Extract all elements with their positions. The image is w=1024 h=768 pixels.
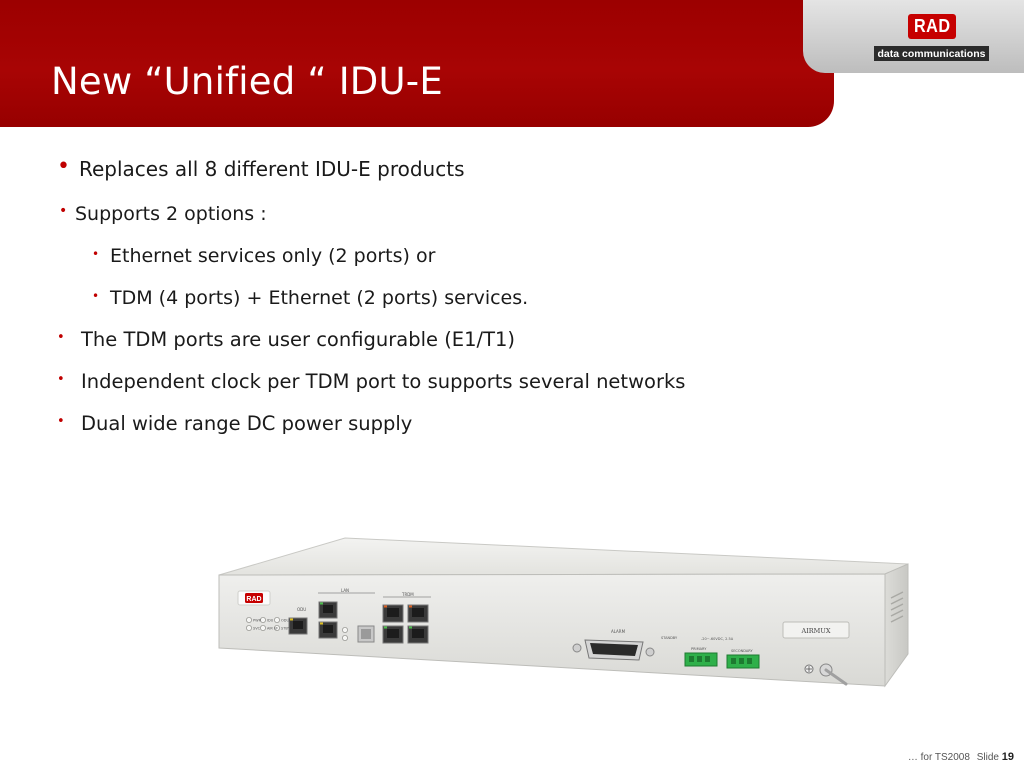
idu-e-device-image: RAD PWR IDU ODU AIR I/F SVC STBY ODU LAN… xyxy=(218,537,909,688)
bullet-dot-icon: • xyxy=(57,154,70,179)
bullet-text: Independent clock per TDM port to suppor… xyxy=(81,370,686,393)
slide-number: 19 xyxy=(1001,751,1014,763)
led-label: AIR I/F xyxy=(267,627,278,631)
bullet-text: Replaces all 8 different IDU-E products xyxy=(79,157,465,181)
device-side xyxy=(884,563,909,688)
bullet-text: Dual wide range DC power supply xyxy=(81,412,413,435)
alarm-label: ALARM xyxy=(611,629,626,634)
slide-title: New “Unified “ IDU-E xyxy=(51,60,443,103)
bullet-item: • The TDM ports are user configurable (E… xyxy=(57,328,516,351)
bullet-item: • Dual wide range DC power supply xyxy=(57,412,413,435)
bullet-text: Supports 2 options : xyxy=(75,203,267,225)
airmux-badge-text: AIRMUX xyxy=(801,627,831,635)
rad-logo: RAD xyxy=(908,14,956,39)
secondary-label: SECONDARY xyxy=(731,649,753,653)
standby-label: STANDBY xyxy=(661,636,678,640)
bullet-dot-icon: • xyxy=(59,203,68,219)
led-label: PWR xyxy=(253,619,262,623)
bullet-dot-icon: • xyxy=(92,247,100,261)
bullet-dot-icon: • xyxy=(57,372,65,387)
power-label: -20~-60VDC, 2.5A xyxy=(701,637,734,641)
led-label: SVC xyxy=(253,627,261,631)
title-banner xyxy=(0,0,834,127)
bullet-text: TDM (4 ports) + Ethernet (2 ports) servi… xyxy=(110,287,529,309)
sub-bullet-item: • TDM (4 ports) + Ethernet (2 ports) ser… xyxy=(92,287,529,309)
bullet-dot-icon: • xyxy=(57,414,65,429)
odu-label: ODU xyxy=(297,607,306,612)
primary-label: PRIMARY xyxy=(691,647,707,651)
bullet-item: • Independent clock per TDM port to supp… xyxy=(57,370,686,393)
slide-footer: … for TS2008 Slide 19 xyxy=(908,751,1014,763)
bullet-item: • Supports 2 options : xyxy=(59,203,267,225)
status-leds xyxy=(245,617,349,642)
logo-tagline: data communications xyxy=(874,46,989,61)
airmux-badge xyxy=(782,621,850,639)
bullet-dot-icon: • xyxy=(92,289,100,303)
logo-tagline-text: data communications xyxy=(877,47,986,60)
rad-logo-text: RAD xyxy=(913,16,951,36)
led-label: IDU xyxy=(267,619,274,623)
bullet-text: The TDM ports are user configurable (E1/… xyxy=(81,328,516,351)
bullet-text: Ethernet services only (2 ports) or xyxy=(110,245,436,267)
vent-slots xyxy=(890,591,904,623)
device-front xyxy=(218,573,886,687)
lan-label: LAN xyxy=(341,588,349,593)
led-label: ODU xyxy=(281,619,289,623)
footer-text: … for TS2008 xyxy=(907,752,970,763)
led-label: STBY xyxy=(281,627,291,631)
slide-label: Slide xyxy=(976,752,999,763)
bullet-dot-icon: • xyxy=(57,330,65,345)
sub-bullet-item: • Ethernet services only (2 ports) or xyxy=(92,245,436,267)
tdm-label: TRDM xyxy=(401,592,414,597)
bullet-item: • Replaces all 8 different IDU-E product… xyxy=(57,154,465,181)
front-rad-logo-text: RAD xyxy=(246,596,261,603)
device-top xyxy=(218,537,909,576)
